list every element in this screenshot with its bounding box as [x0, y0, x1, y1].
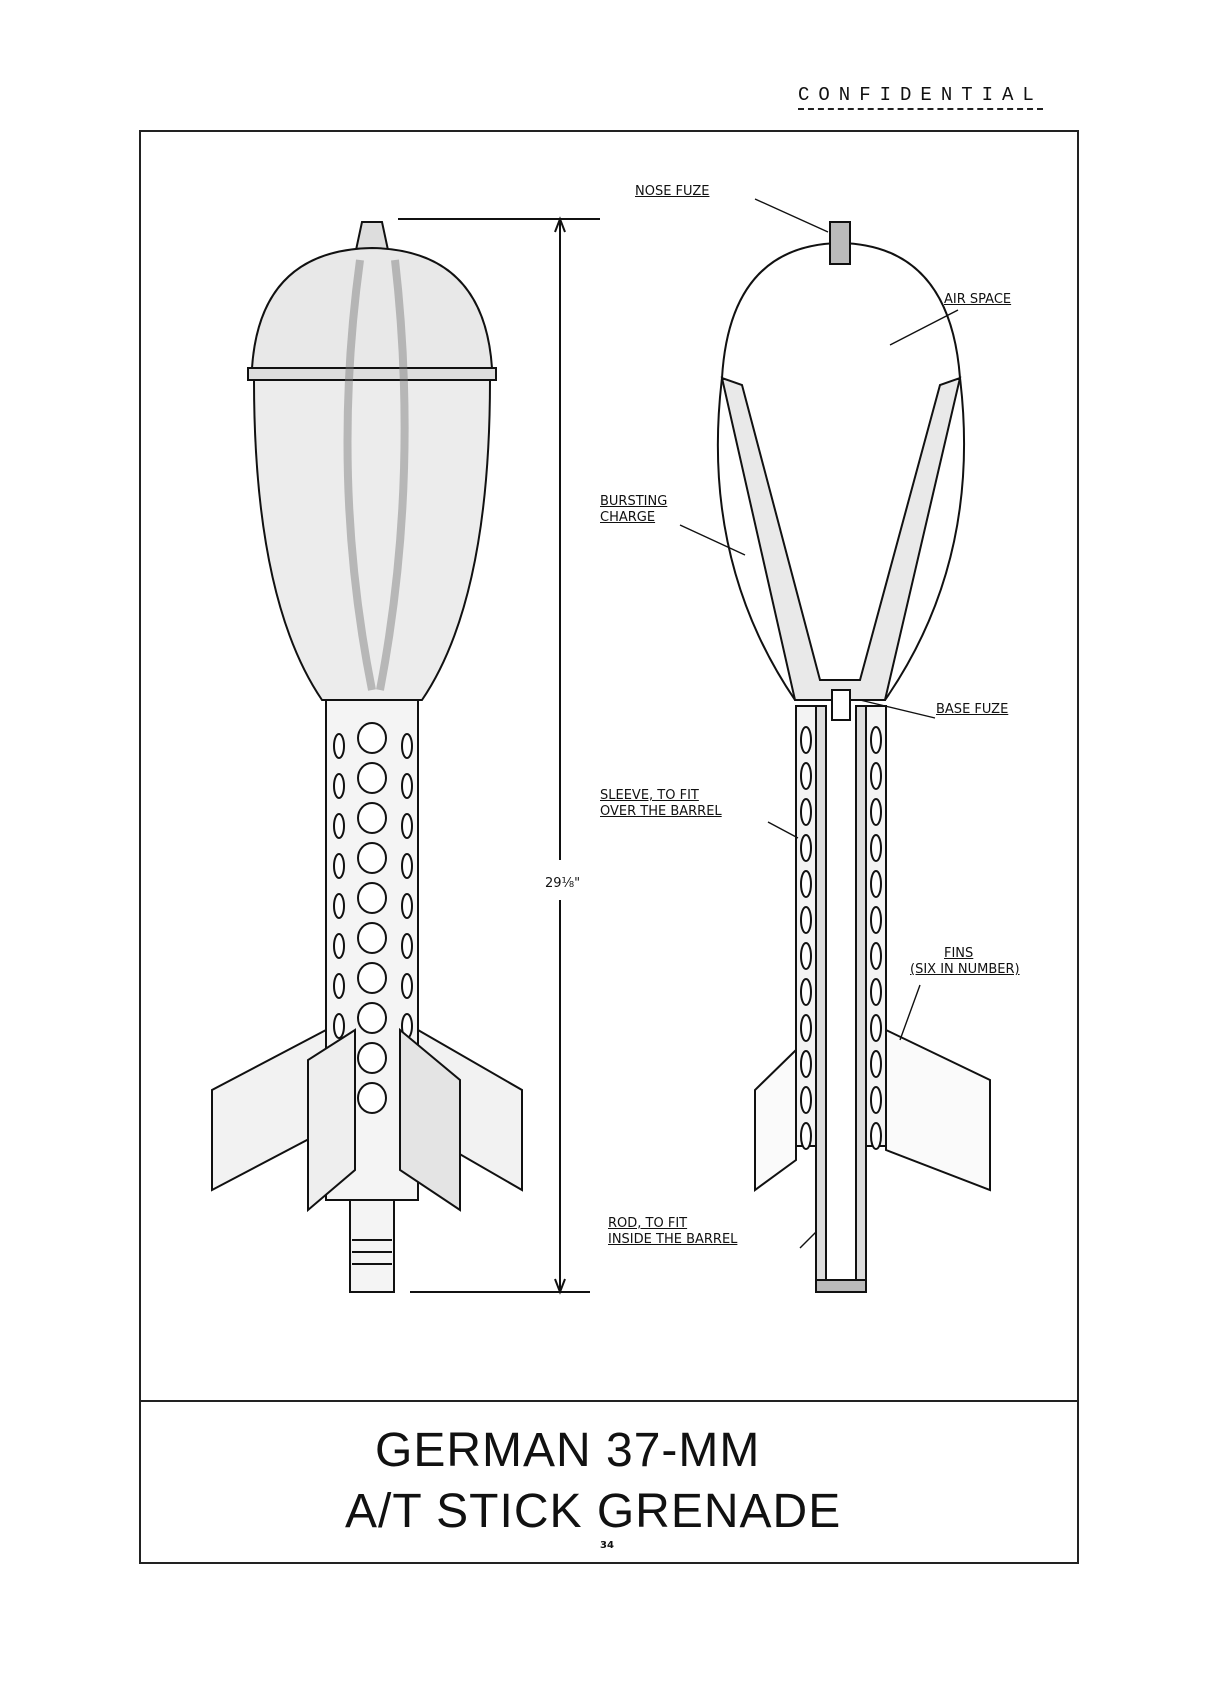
perforation-hole — [800, 1122, 812, 1150]
perforation-hole — [800, 798, 812, 826]
perforation-hole — [870, 1122, 882, 1150]
perforation-hole — [333, 853, 345, 879]
perforation-hole — [333, 773, 345, 799]
perforation-hole — [357, 962, 387, 994]
perforation-hole — [800, 762, 812, 790]
drawing-frame — [139, 130, 1079, 1564]
perforation-hole — [800, 1086, 812, 1114]
perforation-hole — [357, 922, 387, 954]
label-base-fuze: BASE FUZE — [936, 702, 1009, 717]
perforation-hole — [800, 1014, 812, 1042]
perforation-hole — [357, 722, 387, 754]
perforation-hole — [333, 1013, 345, 1039]
perforation-hole — [401, 973, 413, 999]
perforation-hole — [800, 906, 812, 934]
perforation-hole — [333, 973, 345, 999]
perforation-hole — [401, 853, 413, 879]
perforation-hole — [800, 834, 812, 862]
caption-title-line2: A/T STICK GRENADE — [345, 1485, 842, 1538]
perforation-hole — [401, 733, 413, 759]
label-air-space: AIR SPACE — [944, 292, 1012, 307]
perforation-hole — [357, 882, 387, 914]
leader-lines — [679, 198, 959, 1249]
dimension-label: 29⅛" — [545, 876, 581, 891]
perforation-hole — [870, 906, 882, 934]
perforation-hole — [333, 813, 345, 839]
perforation-hole — [870, 1086, 882, 1114]
perforation-hole — [357, 1042, 387, 1074]
label-sleeve-2: OVER THE BARREL — [600, 804, 722, 819]
perforation-hole — [870, 1050, 882, 1078]
perforation-hole — [870, 1014, 882, 1042]
perforation-hole — [800, 978, 812, 1006]
perforation-hole — [870, 870, 882, 898]
perforation-hole — [870, 798, 882, 826]
perforation-hole — [800, 870, 812, 898]
perforation-hole — [800, 1050, 812, 1078]
perforation-hole — [800, 726, 812, 754]
perforation-hole — [401, 933, 413, 959]
perforation-hole — [870, 762, 882, 790]
perforation-hole — [333, 933, 345, 959]
perforation-hole — [333, 893, 345, 919]
perforation-hole — [870, 942, 882, 970]
perforation-hole — [401, 773, 413, 799]
perforation-hole — [357, 1002, 387, 1034]
caption-box — [139, 1400, 1079, 1564]
perforation-hole — [401, 893, 413, 919]
perforation-hole — [800, 942, 812, 970]
exterior-view — [211, 221, 523, 1293]
classification-marking: CONFIDENTIAL — [798, 84, 1043, 110]
label-bursting-charge-2: CHARGE — [600, 510, 656, 525]
label-nose-fuze: NOSE FUZE — [635, 184, 710, 199]
label-fins-2: (SIX IN NUMBER) — [910, 962, 1020, 977]
perforation-hole — [870, 834, 882, 862]
perforation-hole — [870, 726, 882, 754]
perforation-hole — [870, 978, 882, 1006]
perforation-hole — [357, 1082, 387, 1114]
cross-section-view — [716, 221, 991, 1293]
perforation-hole — [357, 842, 387, 874]
dimension-line — [398, 216, 600, 1295]
perforation-hole — [357, 762, 387, 794]
label-bursting-charge-1: BURSTING — [600, 494, 668, 509]
perforation-hole — [333, 733, 345, 759]
label-sleeve-1: SLEEVE, TO FIT — [600, 788, 699, 803]
perforation-hole — [357, 802, 387, 834]
label-fins-1: FINS — [944, 946, 974, 961]
caption-title-line1: GERMAN 37-MM — [375, 1424, 761, 1477]
label-rod-1: ROD, TO FIT — [608, 1216, 688, 1231]
label-rod-2: INSIDE THE BARREL — [608, 1232, 738, 1247]
page-number: 34 — [600, 1540, 614, 1551]
perforation-hole — [401, 813, 413, 839]
